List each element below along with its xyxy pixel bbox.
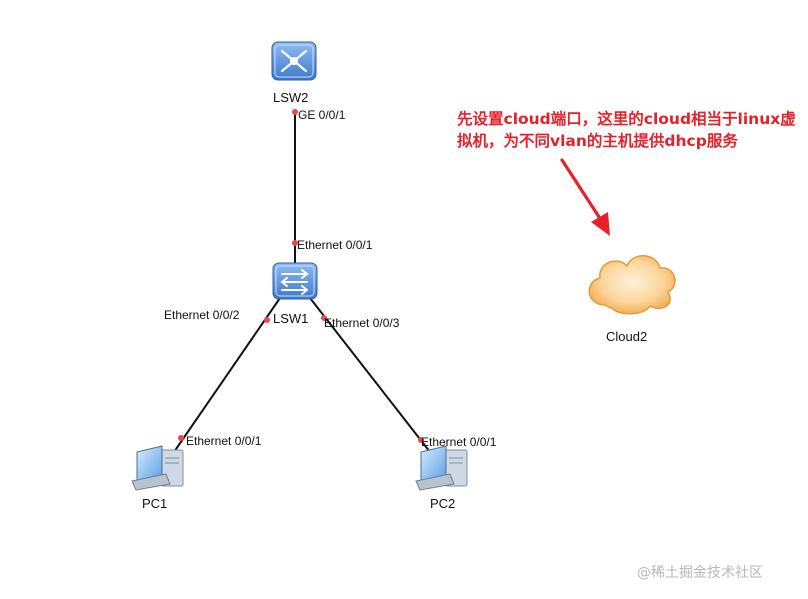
lsw2-label: LSW2 <box>273 90 308 105</box>
watermark: @稀土掘金技术社区 <box>637 565 763 581</box>
port-dot-lsw1-e3 <box>321 315 327 321</box>
annotation-text: 先设置cloud端口，这里的cloud相当于linux虚拟机，为不同vlan的主… <box>457 110 796 150</box>
port-label-pc1: Ethernet 0/0/1 <box>186 434 262 448</box>
port-label-lsw1-e1: Ethernet 0/0/1 <box>297 238 373 252</box>
pc1-computer-icon[interactable] <box>131 445 184 491</box>
annotation-arrow <box>560 158 610 236</box>
port-dot-pc2 <box>418 437 424 443</box>
lsw1-switch-icon[interactable] <box>272 262 318 300</box>
port-label-lsw1-e3: Ethernet 0/0/3 <box>324 316 400 330</box>
link-lsw1-pc1 <box>173 297 281 453</box>
link-lsw1-pc2 <box>309 297 431 453</box>
cloud-icon[interactable] <box>588 255 676 315</box>
port-dot-pc1 <box>178 435 184 441</box>
lsw1-label: LSW1 <box>273 311 308 326</box>
pc2-computer-icon[interactable] <box>415 445 468 491</box>
port-dot-lsw2-ge <box>292 109 298 115</box>
pc1-label: PC1 <box>142 496 167 511</box>
cloud-label: Cloud2 <box>606 329 647 344</box>
port-label-pc2: Ethernet 0/0/1 <box>421 435 497 449</box>
pc2-label: PC2 <box>430 496 455 511</box>
port-dot-lsw1-e2 <box>264 317 270 323</box>
lsw2-switch-icon[interactable] <box>271 41 317 81</box>
port-label-lsw1-e2: Ethernet 0/0/2 <box>164 308 240 322</box>
port-label-lsw2-ge: GE 0/0/1 <box>298 108 346 122</box>
port-dot-lsw1-e1 <box>292 240 298 246</box>
